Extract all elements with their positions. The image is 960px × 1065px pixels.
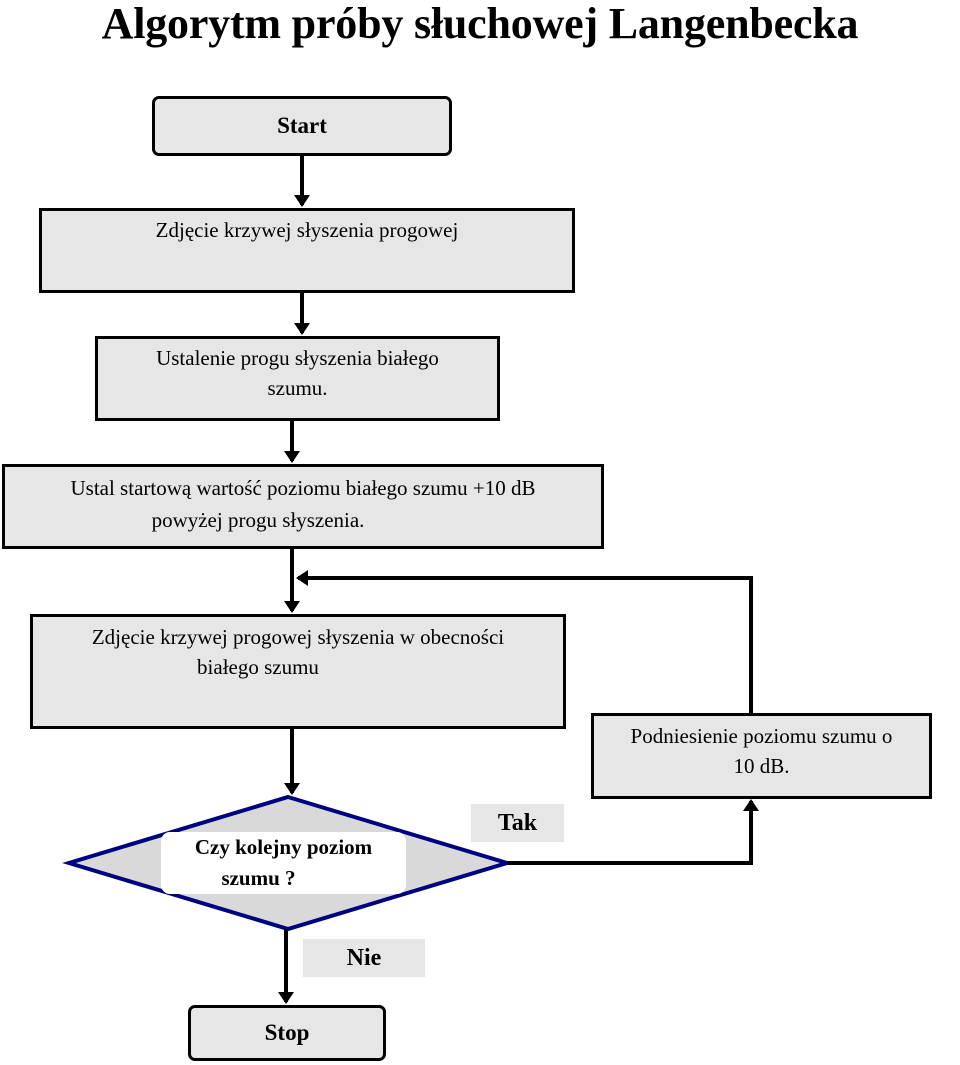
step2-label-line1: Ustalenie progu słyszenia białego xyxy=(156,346,439,370)
process-step-measure-threshold: Zdjęcie krzywej słyszenia progowej xyxy=(39,208,575,293)
step3-label-line1: Ustal startową wartość poziomu białego s… xyxy=(70,476,536,500)
edge-label-yes: Tak xyxy=(471,804,564,842)
decision-label-line1: Czy kolejny poziom xyxy=(194,835,373,859)
stop-label: Stop xyxy=(264,1020,310,1045)
step1-label: Zdjęcie krzywej słyszenia progowej xyxy=(155,218,459,242)
arrow-decision-yes-to-raise xyxy=(507,799,759,865)
process-step-measure-with-noise: Zdjęcie krzywej progowej słyszenia w obe… xyxy=(30,614,566,729)
diagram-title: Algorytm próby słuchowej Langenbecka xyxy=(101,0,859,48)
stop-node: Stop xyxy=(188,1005,386,1061)
edge-label-no: Nie xyxy=(303,939,425,977)
step3-label-line2: powyżej progu słyszenia. xyxy=(151,508,365,532)
start-label: Start xyxy=(277,113,327,138)
raise-label-line2: 10 dB. xyxy=(733,754,790,778)
process-step-raise-noise: Podniesienie poziomu szumu o 10 dB. xyxy=(591,713,932,799)
step4-label-line2: białego szumu xyxy=(197,655,319,679)
decision-question: Czy kolejny poziom szumu ? xyxy=(161,832,406,894)
decision-label-line2: szumu ? xyxy=(221,866,296,890)
process-step-noise-threshold: Ustalenie progu słyszenia białego szumu. xyxy=(95,336,500,421)
process-step-start-level: Ustal startową wartość poziomu białego s… xyxy=(2,464,604,549)
raise-label-line1: Podniesienie poziomu szumu o xyxy=(630,724,893,748)
step2-label-line2: szumu. xyxy=(267,376,328,400)
arrow-raise-loop-back xyxy=(296,570,753,713)
start-node: Start xyxy=(152,96,452,156)
step4-label-line1: Zdjęcie krzywej progowej słyszenia w obe… xyxy=(91,625,505,649)
